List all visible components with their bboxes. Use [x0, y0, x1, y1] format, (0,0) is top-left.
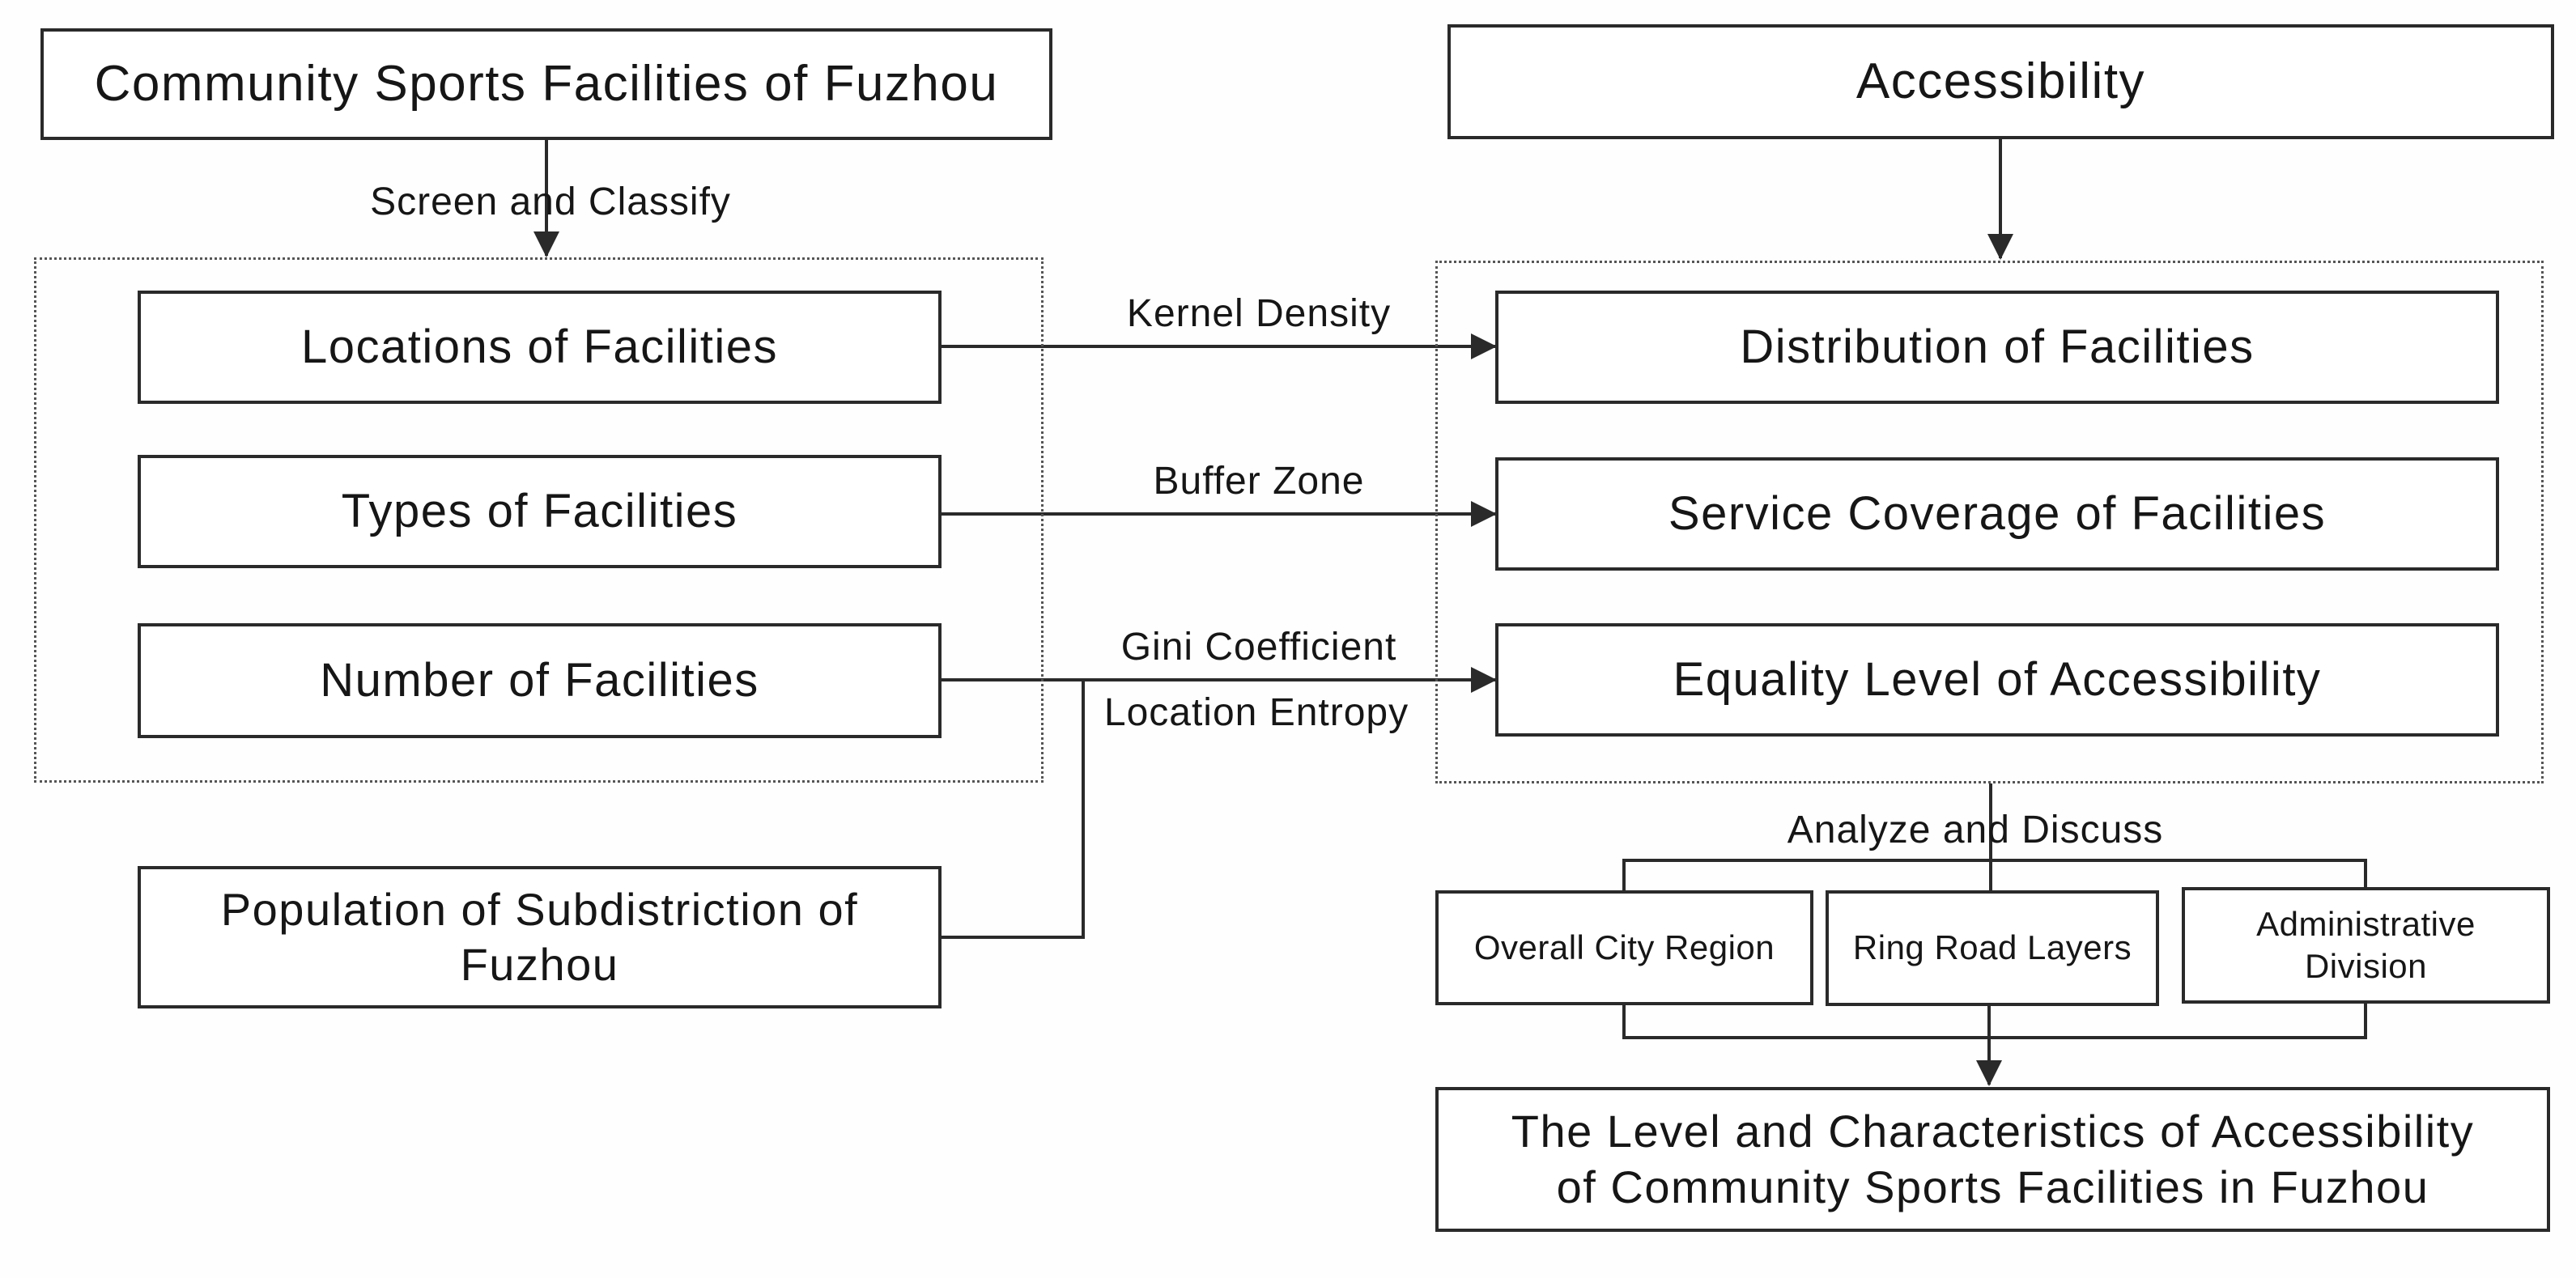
node-ring-road-layers: Ring Road Layers [1826, 890, 2159, 1006]
edge-label-location-entropy: Location Entropy [1103, 691, 1409, 734]
edge-label-gini-coefficient: Gini Coefficient [1120, 626, 1397, 669]
bracket-bottom-scopes [1622, 1004, 2367, 1039]
node-label: Distribution of Facilities [1740, 320, 2255, 373]
edge-label-analyze-and-discuss: Analyze and Discuss [1787, 809, 2164, 851]
node-overall-city-region: Overall City Region [1435, 890, 1813, 1005]
right-group-frame [1435, 261, 2544, 783]
node-accessibility: Accessibility [1447, 24, 2554, 139]
node-label: Ring Road Layers [1852, 928, 2132, 967]
edge-label-screen-and-classify: Screen and Classify [370, 180, 731, 223]
edge-label-buffer-zone: Buffer Zone [1153, 460, 1365, 503]
connector-population-to-gini [942, 680, 1085, 939]
node-label: Types of Facilities [341, 484, 738, 537]
node-label-line1: The Level and Characteristics of Accessi… [1511, 1106, 2475, 1157]
node-community-sports-facilities: Community Sports Facilities of Fuzhou [40, 28, 1052, 140]
node-label: Service Coverage of Facilities [1668, 486, 2327, 540]
node-result-level-characteristics: The Level and Characteristics of Accessi… [1435, 1087, 2550, 1232]
node-population-of-subdistriction: Population of Subdistriction of Fuzhou [138, 866, 942, 1008]
node-label-line2: of Community Sports Facilities in Fuzhou [1556, 1161, 2429, 1212]
node-label: Number of Facilities [320, 653, 759, 707]
node-number-of-facilities: Number of Facilities [138, 623, 942, 738]
node-label: Overall City Region [1473, 928, 1775, 966]
node-label: Locations of Facilities [301, 320, 778, 373]
node-label: Community Sports Facilities of Fuzhou [94, 56, 999, 113]
node-label-line2: Fuzhou [460, 939, 619, 990]
left-group-frame [34, 257, 1044, 783]
node-label-line2: Division [2304, 947, 2428, 985]
bracket-top-scopes [1622, 859, 2367, 892]
node-label-line1: Population of Subdistriction of [220, 883, 859, 935]
node-types-of-facilities: Types of Facilities [138, 455, 942, 568]
node-service-coverage: Service Coverage of Facilities [1495, 457, 2499, 571]
node-distribution-of-facilities: Distribution of Facilities [1495, 291, 2499, 404]
node-label-line1: Administrative [2256, 904, 2476, 943]
edge-label-kernel-density: Kernel Density [1126, 292, 1392, 335]
node-equality-level: Equality Level of Accessibility [1495, 623, 2499, 737]
node-label: Accessibility [1855, 53, 2146, 110]
node-locations-of-facilities: Locations of Facilities [138, 291, 942, 404]
node-administrative-division: Administrative Division [2182, 887, 2550, 1004]
node-label: Equality Level of Accessibility [1673, 652, 2322, 706]
